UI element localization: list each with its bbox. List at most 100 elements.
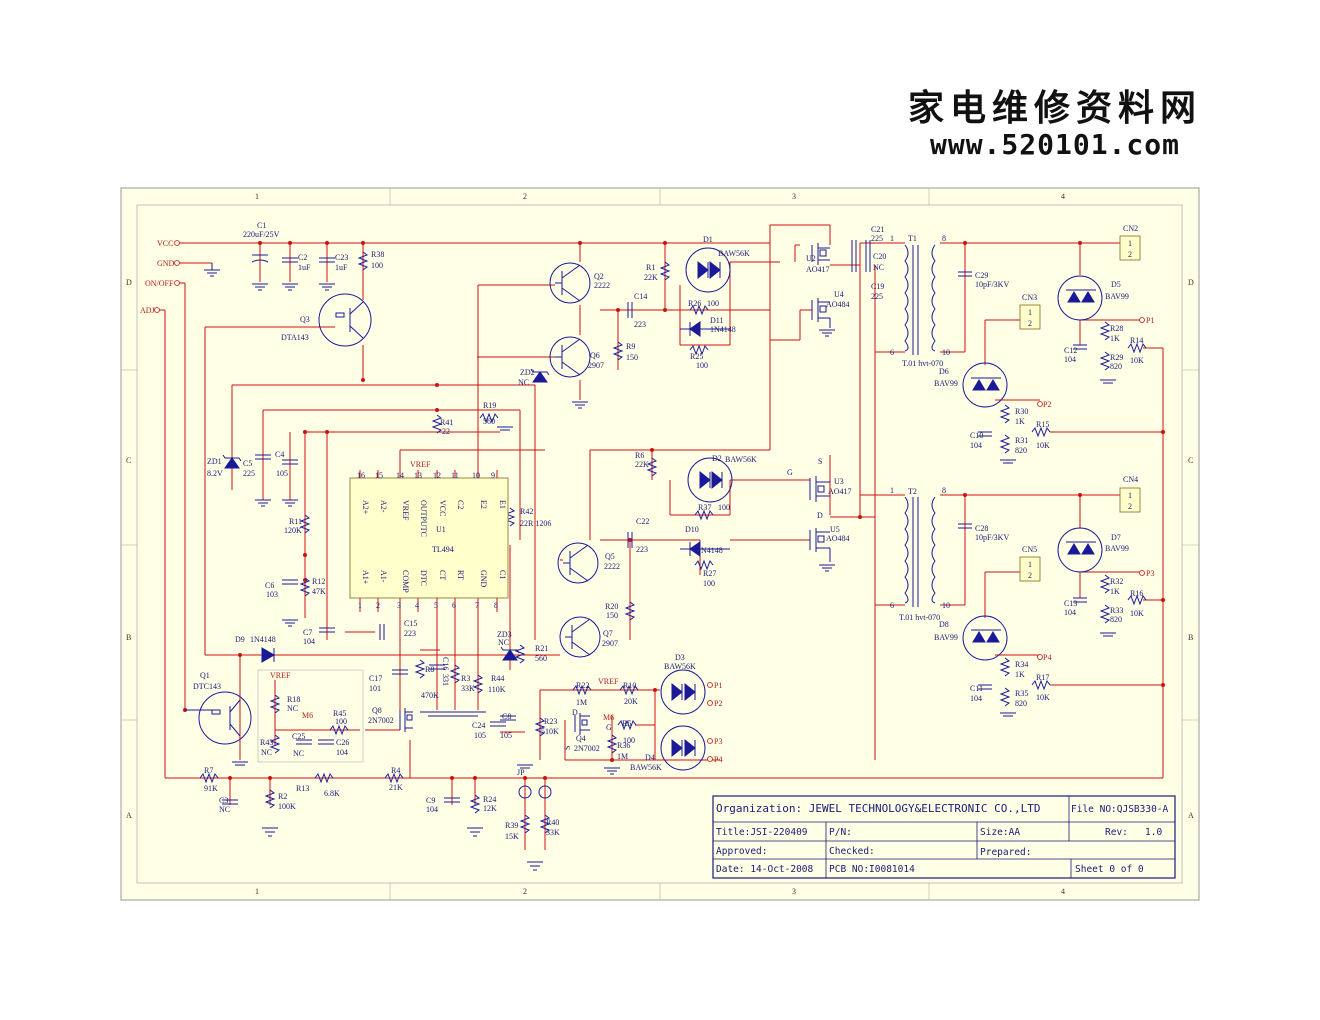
svg-text:105: 105 — [500, 731, 512, 740]
svg-text:R1: R1 — [646, 263, 655, 272]
svg-text:33K: 33K — [461, 684, 475, 693]
resistor-icon — [999, 434, 1011, 454]
resistor-icon — [689, 304, 709, 316]
svg-text:R10: R10 — [623, 681, 636, 690]
svg-text:R29: R29 — [1110, 353, 1123, 362]
svg-text:10: 10 — [942, 348, 950, 357]
capacitor-icon — [319, 627, 335, 633]
u1-pin-10: 10 — [472, 471, 480, 480]
tb-sheet: Sheet 0 of 0 — [1075, 864, 1144, 875]
watermark-url: www.520101.com — [929, 128, 1180, 161]
svg-text:R2: R2 — [278, 792, 287, 801]
svg-text:C26: C26 — [336, 738, 349, 747]
svg-text:C7: C7 — [303, 628, 312, 637]
svg-text:1M: 1M — [576, 698, 587, 707]
svg-text:104: 104 — [1064, 355, 1076, 364]
svg-text:BAW56K: BAW56K — [664, 662, 696, 671]
net-vcc: VCC — [157, 239, 173, 248]
resistor-icon — [479, 412, 499, 424]
grid-row-b-left: B — [126, 633, 131, 642]
dual-diode-icon — [1057, 275, 1103, 321]
tb-prepared: Prepared: — [980, 847, 1031, 858]
svg-text:2907: 2907 — [602, 639, 618, 648]
grid-row-d-left: D — [126, 278, 132, 287]
svg-text:C5: C5 — [243, 459, 252, 468]
svg-text:AO417: AO417 — [806, 265, 830, 274]
svg-text:R28: R28 — [1110, 324, 1123, 333]
transformer-pins: 16 810 16 810 — [890, 234, 950, 610]
capacitor-icon — [500, 715, 516, 721]
resistor-icon — [999, 404, 1011, 424]
resistor-icon — [264, 789, 276, 809]
svg-text:R31: R31 — [1015, 436, 1028, 445]
net-vref-q4: VREF — [598, 677, 619, 686]
svg-text:103: 103 — [266, 590, 278, 599]
svg-text:T1: T1 — [908, 234, 917, 243]
svg-text:BAV99: BAV99 — [1105, 544, 1129, 553]
ground-icon — [527, 861, 543, 871]
svg-text:R8: R8 — [425, 665, 434, 674]
svg-text:DTA143: DTA143 — [281, 333, 309, 342]
grid-col-3-top: 3 — [792, 192, 796, 201]
svg-text:NC: NC — [219, 805, 230, 814]
svg-text:BAV99: BAV99 — [934, 379, 958, 388]
svg-text:Q1: Q1 — [200, 671, 210, 680]
u1-vcc: VCC — [438, 500, 447, 516]
svg-text:D8: D8 — [939, 620, 949, 629]
svg-text:C25: C25 — [292, 732, 305, 741]
svg-text:T.01 hvt-070: T.01 hvt-070 — [899, 613, 940, 622]
svg-text:R36: R36 — [617, 741, 630, 750]
svg-text:21K: 21K — [389, 783, 403, 792]
svg-text:U4: U4 — [834, 290, 844, 299]
svg-text:T2: T2 — [908, 487, 917, 496]
svg-text:D: D — [817, 511, 823, 520]
svg-text:22: 22 — [442, 427, 450, 436]
resistor-icon — [1099, 574, 1111, 594]
watermark-chinese: 家电维修资料网 — [907, 87, 1202, 129]
svg-text:R15: R15 — [1036, 420, 1049, 429]
svg-text:223: 223 — [404, 629, 416, 638]
svg-text:C21: C21 — [871, 225, 884, 234]
svg-text:120K: 120K — [284, 526, 302, 535]
resistor-icon — [534, 717, 546, 737]
svg-text:NC: NC — [261, 748, 272, 757]
resistor-icon — [469, 794, 481, 814]
net-ports — [154, 240, 1145, 762]
dual-diode-icon — [962, 362, 1008, 408]
svg-text:U2: U2 — [806, 254, 816, 263]
svg-text:100: 100 — [371, 261, 383, 270]
pnp-transistor-icon — [549, 336, 591, 378]
svg-text:C22: C22 — [636, 517, 649, 526]
tb-title: Title:JSI-220409 — [716, 827, 808, 838]
svg-text:R9: R9 — [626, 342, 635, 351]
ground-icon — [255, 499, 271, 507]
net-p3-left: P3 — [714, 737, 722, 746]
u1-comp: COMP — [401, 570, 410, 593]
u1-pin-12: 12 — [433, 471, 441, 480]
ground-icon — [282, 499, 298, 507]
tb-rev-label: Rev: — [1105, 827, 1128, 838]
zener-icon — [222, 454, 242, 469]
svg-text:R22: R22 — [576, 681, 589, 690]
components — [185, 240, 1147, 834]
svg-text:1K: 1K — [1015, 417, 1025, 426]
tb-pn: P/N: — [829, 827, 852, 838]
dual-diode-icon — [685, 247, 731, 293]
mosfet-icon — [811, 298, 831, 328]
u1-part: TL494 — [432, 545, 454, 554]
capacitor-icon — [490, 721, 506, 727]
svg-text:D11: D11 — [710, 316, 723, 325]
svg-text:223: 223 — [636, 545, 648, 554]
ground-icon — [604, 767, 620, 775]
resistor-icon — [1127, 342, 1147, 354]
svg-text:10K: 10K — [1130, 356, 1144, 365]
capacitor-icon — [319, 257, 335, 263]
svg-text:225: 225 — [243, 469, 255, 478]
ground-icon — [1000, 459, 1016, 464]
svg-text:R24: R24 — [483, 795, 496, 804]
svg-text:C13: C13 — [1064, 599, 1077, 608]
dual-diode-icon — [962, 615, 1008, 661]
svg-text:1N4148: 1N4148 — [250, 635, 276, 644]
svg-text:R42: R42 — [520, 507, 533, 516]
